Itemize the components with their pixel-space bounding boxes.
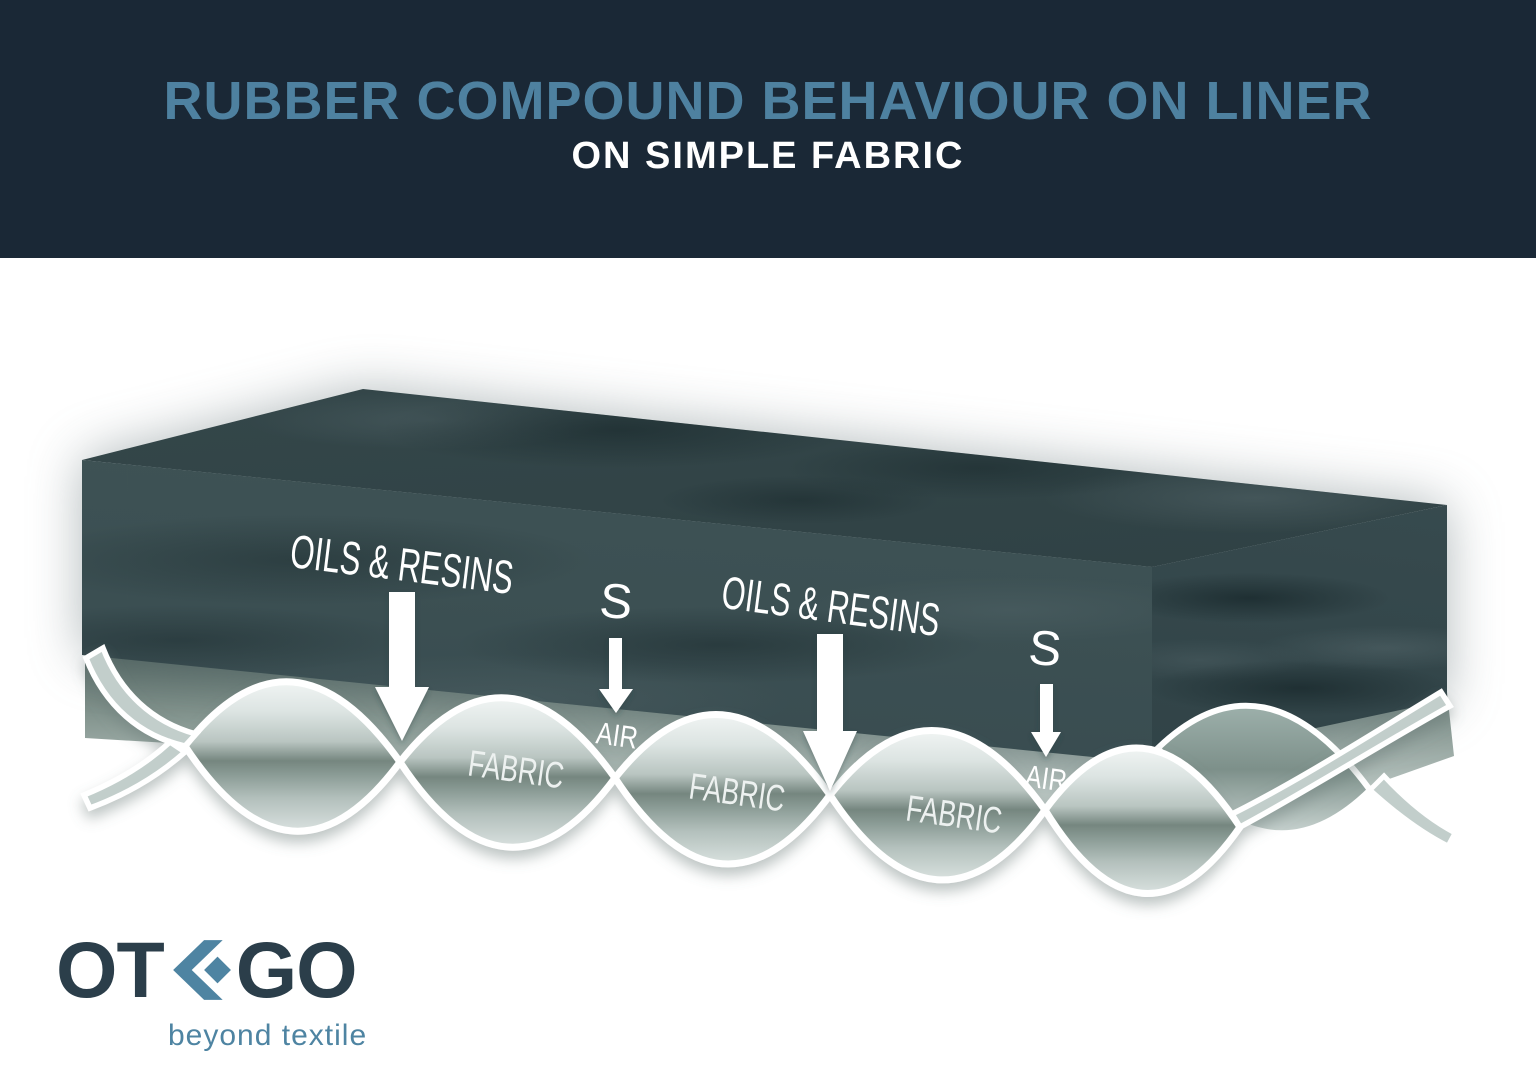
s-down-arrow-2 bbox=[1031, 684, 1061, 757]
s-label-1: S bbox=[597, 573, 635, 631]
s-label-2: S bbox=[1026, 620, 1064, 678]
back-yarn-tail bbox=[1366, 772, 1459, 850]
otego-chevron-icon bbox=[172, 939, 231, 1000]
logo-tagline: beyond textile bbox=[168, 1019, 368, 1052]
air-label-1: AIR bbox=[594, 715, 640, 756]
otego-wordmark: OT GO bbox=[56, 930, 367, 1009]
fabric-front-row bbox=[80, 643, 1454, 897]
logo-text-ot: OT bbox=[56, 925, 165, 1014]
arrows bbox=[375, 592, 1061, 791]
logo-text-go: GO bbox=[235, 925, 358, 1014]
oils-resins-down-arrow-1 bbox=[375, 592, 429, 741]
yarn-tail-right-up bbox=[1228, 688, 1454, 831]
otego-logo: OT GO beyond textile bbox=[56, 930, 367, 1053]
page-title: RUBBER COMPOUND BEHAVIOUR ON LINER bbox=[163, 71, 1373, 131]
page-subtitle: ON SIMPLE FABRIC bbox=[571, 135, 965, 178]
oils-resins-down-arrow-2 bbox=[803, 634, 857, 791]
yarn-lens bbox=[180, 678, 405, 835]
yarn-tail-left-up bbox=[82, 643, 202, 750]
air-label-2: AIR bbox=[1023, 758, 1069, 799]
s-down-arrow-1 bbox=[599, 638, 633, 713]
yarn-tail-left-down bbox=[80, 738, 190, 812]
header-banner: RUBBER COMPOUND BEHAVIOUR ON LINER ON SI… bbox=[0, 0, 1536, 258]
